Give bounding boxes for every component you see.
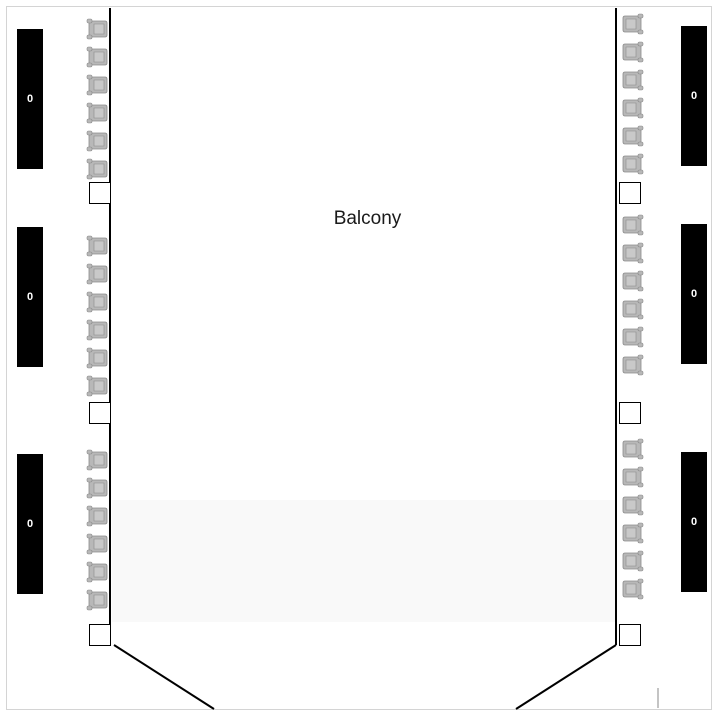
box-count: 0 [26,93,34,105]
seat-left-3-2[interactable] [85,477,109,499]
box-count: 0 [690,288,698,300]
left-box-1[interactable]: 0 [17,29,43,169]
map-frame [6,6,712,710]
seat-right-3-2[interactable] [621,466,645,488]
seat-right-1-4[interactable] [621,97,645,119]
seat-left-1-2[interactable] [85,46,109,68]
seat-left-1-1[interactable] [85,18,109,40]
seat-right-2-3[interactable] [621,270,645,292]
seat-right-1-5[interactable] [621,125,645,147]
seat-left-2-2[interactable] [85,263,109,285]
seat-left-3-3[interactable] [85,505,109,527]
seat-right-2-5[interactable] [621,326,645,348]
left-box-3[interactable]: 0 [17,454,43,594]
seat-left-1-5[interactable] [85,130,109,152]
right-post-3 [619,624,641,646]
seat-right-3-4[interactable] [621,522,645,544]
right-box-1[interactable]: 0 [681,26,707,166]
left-post-3 [89,624,111,646]
box-count: 0 [26,518,34,530]
seat-right-1-2[interactable] [621,41,645,63]
seat-left-1-4[interactable] [85,102,109,124]
seat-left-2-4[interactable] [85,319,109,341]
seat-right-2-4[interactable] [621,298,645,320]
right-box-3[interactable]: 0 [681,452,707,592]
seat-left-3-4[interactable] [85,533,109,555]
box-count: 0 [690,90,698,102]
left-box-2[interactable]: 0 [17,227,43,367]
seat-left-2-6[interactable] [85,375,109,397]
seat-right-1-6[interactable] [621,153,645,175]
seat-right-3-5[interactable] [621,550,645,572]
area-title: Balcony [333,208,402,229]
left-slope-line [113,644,215,710]
seat-left-3-6[interactable] [85,589,109,611]
seat-right-2-2[interactable] [621,242,645,264]
seat-right-3-1[interactable] [621,438,645,460]
seat-left-2-1[interactable] [85,235,109,257]
seat-left-1-3[interactable] [85,74,109,96]
left-post-1 [89,182,111,204]
seat-left-3-1[interactable] [85,449,109,471]
seat-right-1-3[interactable] [621,69,645,91]
seat-left-2-3[interactable] [85,291,109,313]
seat-left-1-6[interactable] [85,158,109,180]
box-count: 0 [26,291,34,303]
seat-left-3-5[interactable] [85,561,109,583]
right-box-2[interactable]: 0 [681,224,707,364]
seat-left-2-5[interactable] [85,347,109,369]
left-post-2 [89,402,111,424]
floor-shading [112,500,615,622]
seat-right-1-1[interactable] [621,13,645,35]
right-post-2 [619,402,641,424]
seat-right-2-1[interactable] [621,214,645,236]
seat-right-2-6[interactable] [621,354,645,376]
right-post-1 [619,182,641,204]
right-slope-line [515,644,617,710]
box-count: 0 [690,516,698,528]
seat-right-3-6[interactable] [621,578,645,600]
seat-right-3-3[interactable] [621,494,645,516]
